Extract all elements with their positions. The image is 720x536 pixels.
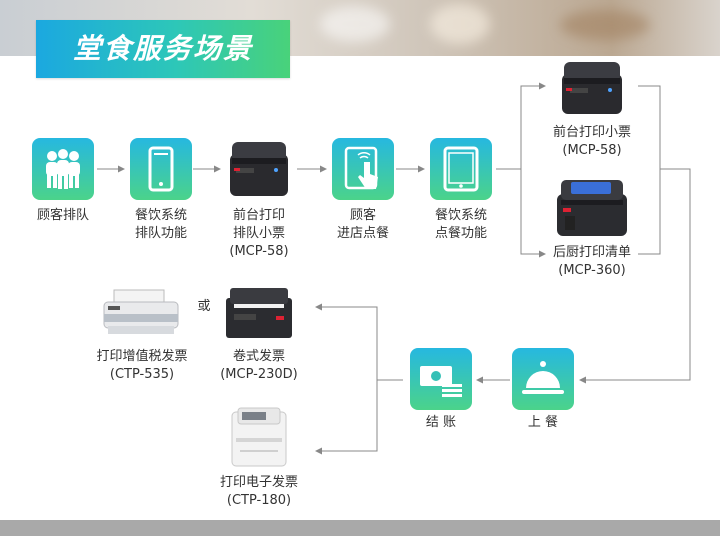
ctp180-printer-image xyxy=(231,407,287,467)
mcp58-front-printer-image xyxy=(562,62,622,114)
label-e-invoice: 打印电子发票 (CTP-180) xyxy=(219,475,298,508)
label-queue: 顾客排队 xyxy=(36,208,89,223)
label-or: 或 xyxy=(197,299,211,314)
people-queue-icon xyxy=(46,149,80,189)
smartphone-icon xyxy=(148,146,174,192)
arrow-to-serve xyxy=(579,85,691,384)
food-cloche-icon xyxy=(522,361,564,394)
label-front-ticket: 前台打印小票 (MCP-58) xyxy=(552,125,631,158)
label-vat-invoice: 打印增值税发票 (CTP-535) xyxy=(96,349,188,382)
footer-bar xyxy=(0,520,720,536)
arrow-to-kitchen xyxy=(520,169,546,258)
order-system-icon-box xyxy=(430,138,492,200)
label-enter-order: 顾客 进店点餐 xyxy=(336,208,389,241)
label-kitchen-list: 后厨打印清单 (MCP-360) xyxy=(552,245,631,278)
label-roll-invoice: 卷式发票 (MCP-230D) xyxy=(220,349,298,382)
mcp360-kitchen-printer-image xyxy=(557,180,627,236)
arrow-to-roll-invoice xyxy=(315,303,403,381)
serve-icon-box xyxy=(512,348,574,410)
label-serve: 上 餐 xyxy=(527,415,559,430)
tablet-icon xyxy=(443,146,479,192)
line-kitchen-merge xyxy=(638,169,661,255)
label-order-system: 餐饮系统 点餐功能 xyxy=(434,208,487,241)
queue-icon-box xyxy=(32,138,94,200)
cash-stack-icon xyxy=(420,366,462,397)
ctp535-printer-image xyxy=(103,289,179,334)
checkout-icon-box xyxy=(410,348,472,410)
touch-tap-icon xyxy=(344,146,378,190)
mcp58-printer-image xyxy=(230,142,288,196)
label-checkout: 结 账 xyxy=(425,415,457,430)
mcp230d-printer-image xyxy=(226,288,292,338)
page-title: 堂食服务场景 xyxy=(36,20,290,78)
arrow-to-front-ticket xyxy=(496,82,546,170)
enter-order-icon-box xyxy=(332,138,394,200)
queue-system-icon-box xyxy=(130,138,192,200)
label-queue-system: 餐饮系统 排队功能 xyxy=(134,208,187,241)
label-front-queue-ticket: 前台打印 排队小票 (MCP-58) xyxy=(229,208,289,259)
arrow-to-e-invoice xyxy=(315,380,378,455)
